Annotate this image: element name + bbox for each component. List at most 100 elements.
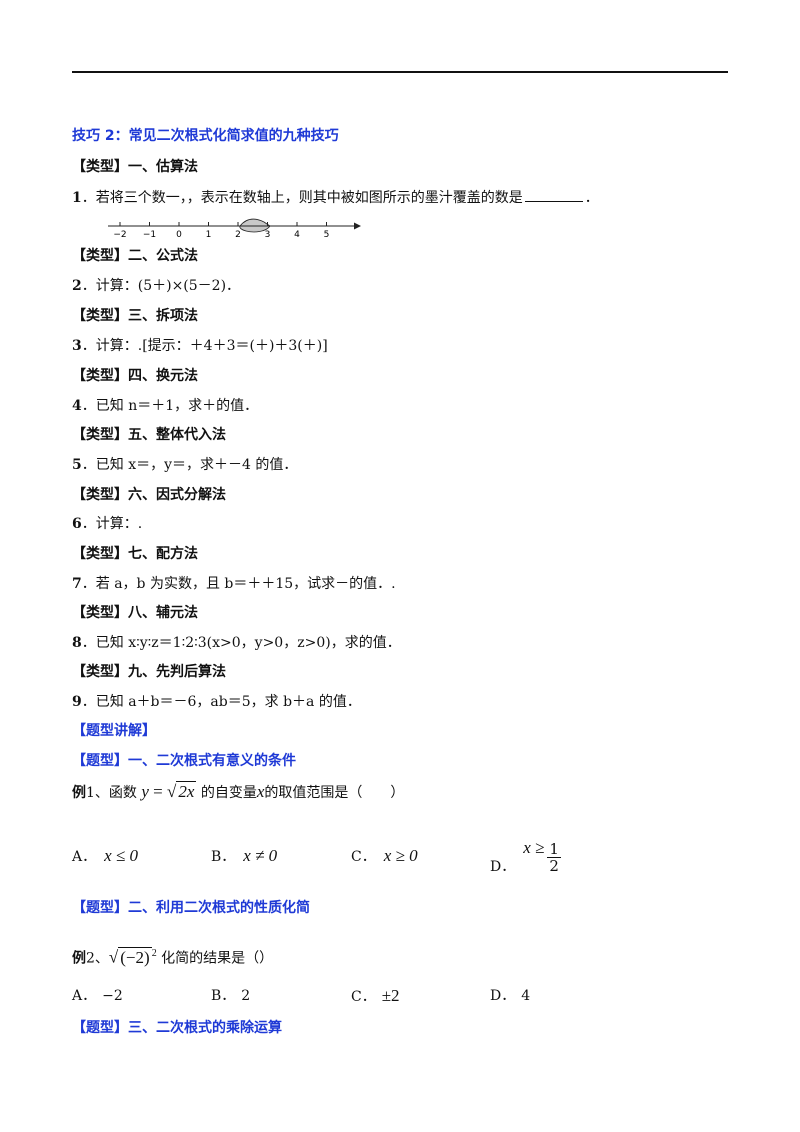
answer-blank [524,187,583,202]
problem-7: 7．若 a，b 为实数，且 b＝＋＋15，试求－的值．. [72,574,396,594]
problem-9: 9．已知 a＋b＝－6，ab＝5，求 b＋a 的值． [72,692,361,712]
problem-text: ．已知 x＝，y＝，求＋－4 的值． [81,457,298,473]
q3-title: 【题型】三、二次根式的乘除运算 [72,1020,282,1036]
type-label-3: 【类型】三、拆项法 [72,308,198,324]
problem-5: 5．已知 x＝，y＝，求＋－4 的值． [72,455,297,475]
problem-number: 8 [72,635,82,651]
problem-text: ．计算：.[提示：＋4＋3＝(＋)＋3(＋)] [81,338,328,354]
problem-text: ．已知 n＝＋1，求＋的值． [81,398,259,414]
tick-label: −1 [143,230,156,240]
q2-option-d: D． 4 [490,986,530,1006]
option-expr: x ≥ [523,838,545,857]
sqrt-expr: √2x [167,779,197,805]
q2-title: 【题型】二、利用二次根式的性质化简 [72,900,310,916]
example-2: 例2、√(−2)2 化简的结果是（） [72,941,273,972]
problem-3: 3．计算：.[提示：＋4＋3＝(＋)＋3(＋)] [72,336,328,356]
tick-label: 4 [294,230,300,240]
option-expr: −2 [102,988,123,1004]
problem-number: 2 [72,278,82,294]
type-label-2: 【类型】二、公式法 [72,248,198,264]
var-x: x [256,782,265,801]
option-letter: D． [490,988,516,1004]
fraction-numerator: 1 [547,839,561,858]
q1-option-a: A． x ≤ 0 [72,846,138,867]
header-rule [72,71,728,73]
problem-6: 6．计算：. [72,514,142,534]
example-prefix: 例 [72,785,86,801]
type-label-6: 【类型】六、因式分解法 [72,487,226,503]
fraction-denominator: 2 [549,856,559,875]
type-label-7: 【类型】七、配方法 [72,546,198,562]
option-letter: B． [211,849,236,865]
tick-label: 1 [206,230,212,240]
type-label-5: 【类型】五、整体代入法 [72,427,226,443]
q2-option-b: B． 2 [211,986,250,1006]
problem-tail: ． [584,190,599,206]
option-letter: C． [351,849,376,865]
option-expr: x ≥ 0 [383,846,418,865]
problem-number: 5 [72,457,82,473]
type-label-9: 【类型】九、先判后算法 [72,664,226,680]
example-text-a: 1、函数 [86,785,137,801]
equals-sign: = [148,782,168,801]
sqrt-expr: √(−2)2 [109,941,157,971]
example-text-a: 2、 [86,950,109,967]
tick-label: 5 [324,230,330,240]
option-letter: A． [72,988,97,1004]
q1-option-b: B． x ≠ 0 [211,846,277,867]
tick-label: −2 [113,230,126,240]
problem-text: ．计算：(5＋)×(5－2)． [81,278,241,294]
tick-label: 2 [235,230,241,240]
exponent: 2 [151,948,157,959]
example-text-b: 化简的结果是（） [161,950,274,967]
section-heading: 技巧 2：常见二次根式化简求值的九种技巧 [72,128,339,144]
problem-text: ．若将三个数一，，表示在数轴上，则其中被如图所示的墨汁覆盖的数是 [81,190,523,206]
problem-number: 3 [72,338,82,354]
tick-label: 0 [176,230,182,240]
tick-group: −2 −1 0 1 2 3 4 5 [113,222,329,240]
option-expr: 2 [241,988,251,1004]
var-y: y [141,782,149,801]
problem-text: ．已知 a＋b＝－6，ab＝5，求 b＋a 的值． [81,694,361,710]
q1-title: 【题型】一、二次根式有意义的条件 [72,753,296,769]
option-expr: x ≠ 0 [243,846,278,865]
type-label-8: 【类型】八、辅元法 [72,605,198,621]
type-label-4: 【类型】四、换元法 [72,368,198,384]
problem-number: 4 [72,398,82,414]
problem-number: 1 [72,190,82,206]
axis-arrow [354,222,361,230]
problem-text: ．计算：. [81,516,143,532]
problem-text: ．已知 x∶y∶z＝1∶2∶3(x>0，y>0，z>0)，求的值． [81,635,401,651]
q1-option-c: C． x ≥ 0 [351,846,418,867]
tick-label: 3 [265,230,271,240]
type-label-1: 【类型】一、估算法 [72,159,198,175]
section-title: 【题型讲解】 [72,723,156,739]
number-line-figure: −2 −1 0 1 2 3 4 5 [108,218,361,240]
example-text-c: 的取值范围是（ ） [264,785,405,801]
problem-4: 4．已知 n＝＋1，求＋的值． [72,396,258,416]
example-text-b: 的自变量 [200,785,257,801]
option-expr: x ≤ 0 [104,846,139,865]
problem-text: ．若 a，b 为实数，且 b＝＋＋15，试求－的值．. [81,576,396,592]
option-letter: B． [211,988,236,1004]
problem-1: 1．若将三个数一，，表示在数轴上，则其中被如图所示的墨汁覆盖的数是 ． [72,187,599,208]
problem-number: 7 [72,576,82,592]
radical-sign-icon: √ [108,947,119,967]
problem-2: 2．计算：(5＋)×(5－2)． [72,276,240,296]
example-1: 例1、函数 y = √2x 的自变量x的取值范围是（ ） [72,779,404,806]
option-letter: A． [72,849,97,865]
problem-8: 8．已知 x∶y∶z＝1∶2∶3(x>0，y>0，z>0)，求的值． [72,633,401,653]
radicand: 2x [176,781,197,801]
q2-option-a: A． −2 [72,986,123,1006]
option-expr: 4 [521,988,531,1004]
option-letter: D． [490,859,516,875]
radical-sign-icon: √ [167,782,177,801]
q2-option-c: C．±2 [351,986,400,1007]
problem-number: 6 [72,516,82,532]
radicand: (−2) [118,946,152,967]
example-prefix: 例 [72,950,86,967]
option-expr: ±2 [381,986,400,1005]
